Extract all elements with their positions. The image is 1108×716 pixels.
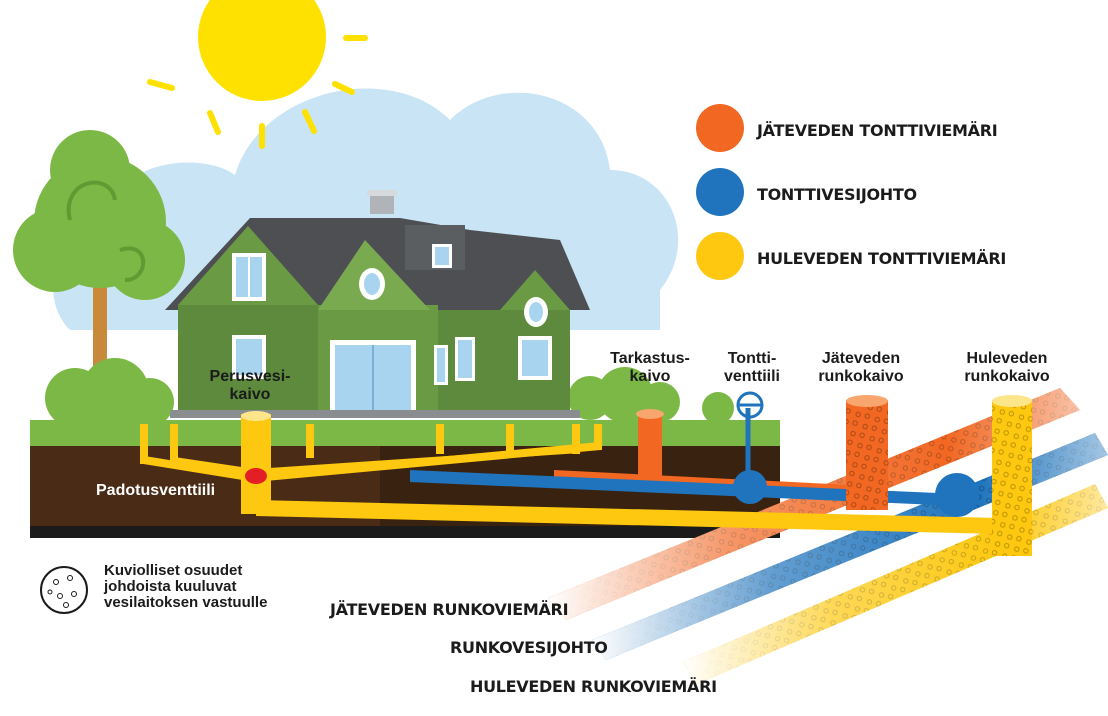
label-padotusventtiili: Padotusventtiili <box>96 482 216 499</box>
label-main-stormwater: HULEVEDEN RUNKOVIEMÄRI <box>470 677 717 696</box>
pattern-sample-icon <box>40 566 88 614</box>
legend-label-stormwater: HULEVEDEN TONTTIVIEMÄRI <box>757 249 1006 268</box>
label-huleveden-runkokaivo: Huleveden runkokaivo <box>964 350 1050 385</box>
main-water-pipe <box>592 433 1108 660</box>
legend-swatch-wastewater <box>696 104 744 152</box>
sun-icon <box>147 0 368 149</box>
responsibility-note: Kuviolliset osuudet johdoista kuuluvat v… <box>104 562 268 611</box>
legend-label-wastewater: JÄTEVEDEN TONTTIVIEMÄRI <box>757 121 998 140</box>
label-tonttiventtiili: Tontti- venttiili <box>723 350 780 385</box>
plot-pipes <box>140 391 1032 556</box>
legend-swatch-water <box>696 168 744 216</box>
label-tarkastuskaivo: Tarkastus- kaivo <box>610 350 690 385</box>
label-main-wastewater: JÄTEVEDEN RUNKOVIEMÄRI <box>330 600 569 619</box>
legend-label-water: TONTTIVESIJOHTO <box>757 185 917 204</box>
house <box>165 190 590 418</box>
legend-swatch-stormwater <box>696 232 744 280</box>
label-main-water: RUNKOVESIJOHTO <box>450 638 608 657</box>
label-perusvesikaivo: Perusvesi- kaivo <box>209 368 291 403</box>
main-wastewater-pipe <box>548 388 1080 620</box>
label-jateveden-runkokaivo: Jäteveden runkokaivo <box>818 350 904 385</box>
